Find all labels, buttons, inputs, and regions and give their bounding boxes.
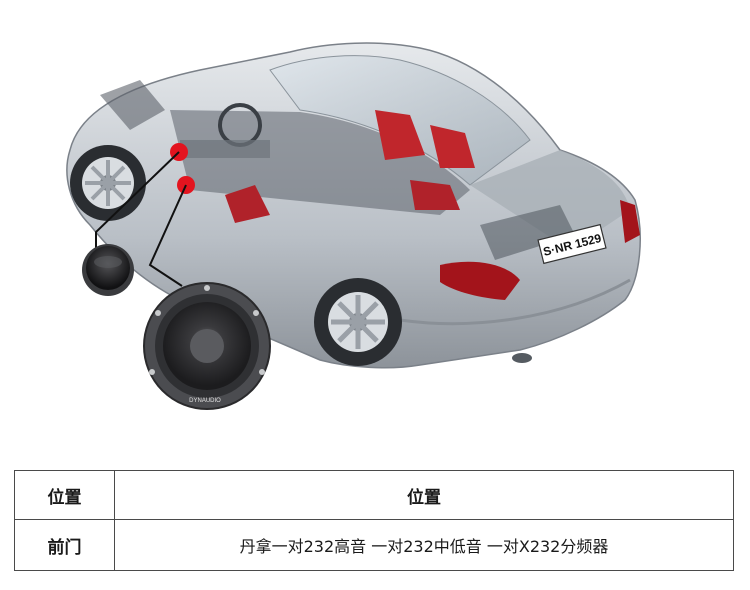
car-speaker-illustration: S·NR 1529 — [66, 42, 641, 410]
header-col1: 位置 — [14, 470, 115, 520]
table-header-row: 位置 位置 — [14, 470, 734, 520]
tweeter-speaker — [82, 244, 134, 296]
table-row: 前门 丹拿一对232高音 一对232中低音 一对X232分频器 — [14, 519, 734, 571]
woofer-callout-line — [148, 184, 187, 287]
speaker-spec-table: 位置 位置 前门 丹拿一对232高音 一对232中低音 一对X232分频器 — [14, 470, 734, 571]
row-location: 前门 — [14, 519, 115, 571]
rear-wheel — [314, 278, 402, 366]
woofer-speaker: DYNAUDIO — [143, 282, 271, 410]
speaker-brand-label: DYNAUDIO — [189, 398, 221, 404]
front-wheel — [70, 145, 146, 221]
row-configuration: 丹拿一对232高音 一对232中低音 一对X232分频器 — [114, 519, 734, 571]
header-col2: 位置 — [114, 470, 734, 520]
tweeter-callout-line — [95, 151, 180, 252]
